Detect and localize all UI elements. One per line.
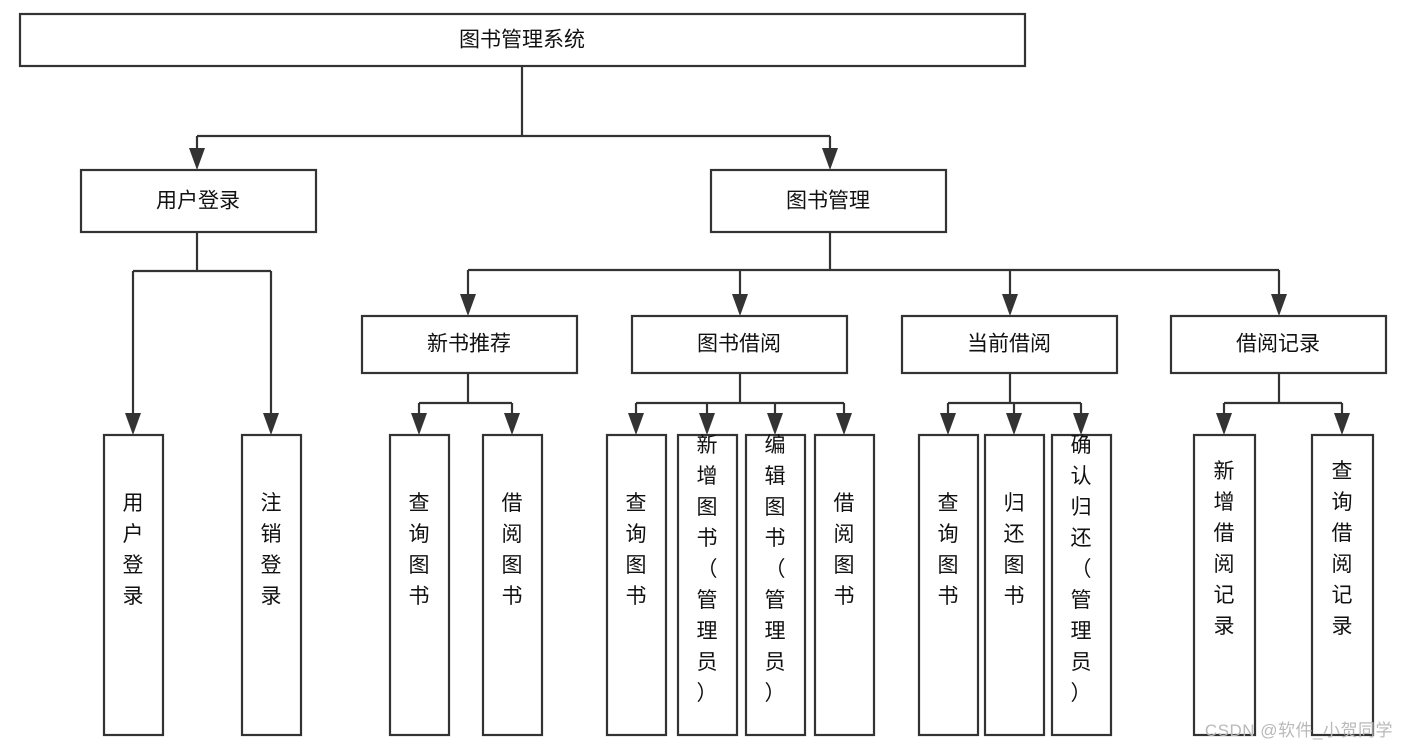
node-newbook-label: 新书推荐	[427, 333, 511, 356]
node-leaf-10-box[interactable]	[983, 433, 1046, 737]
arrow-to-records	[1271, 294, 1287, 316]
node-current-label: 当前借阅	[967, 333, 1051, 356]
arrow-to-leaf-12	[1216, 413, 1232, 435]
arrow-to-newbook	[460, 294, 476, 316]
connector-root-bus	[195, 66, 832, 156]
node-leaf-8[interactable]: 借阅图书	[813, 433, 876, 737]
node-leaf-5-label: 查询图书	[626, 492, 647, 608]
node-borrow-label: 图书借阅	[697, 333, 781, 356]
arrow-to-leaf-9	[940, 413, 956, 435]
node-leaf-9-box[interactable]	[917, 433, 980, 737]
node-current[interactable]: 当前借阅	[900, 314, 1119, 375]
node-leaf-2-label: 注销登录	[261, 492, 282, 608]
node-records-box[interactable]	[1169, 314, 1388, 375]
node-leaf-13-box[interactable]	[1310, 433, 1375, 737]
node-leaf-13[interactable]: 查询借阅记录	[1310, 433, 1375, 737]
node-leaf-12[interactable]: 新增借阅记录	[1192, 433, 1257, 737]
node-leaf-9-label: 查询图书	[938, 492, 959, 608]
arrow-to-leaf-2	[263, 413, 279, 435]
node-leaf-12-label: 新增借阅记录	[1214, 460, 1235, 638]
node-leaf-7-box[interactable]	[744, 433, 807, 737]
node-current-box[interactable]	[900, 314, 1119, 375]
node-bookmgmt[interactable]: 图书管理	[709, 168, 948, 234]
node-leaf-3[interactable]: 查询图书	[388, 433, 451, 737]
arrow-to-leaf-1	[125, 413, 141, 435]
arrow-to-leaf-6	[699, 413, 715, 435]
connector-borrow-bus	[634, 373, 846, 421]
node-leaf-11-box[interactable]	[1050, 433, 1113, 737]
node-bookmgmt-box[interactable]	[709, 168, 948, 234]
node-leaf-5-box[interactable]	[605, 433, 668, 737]
node-records-label: 借阅记录	[1236, 333, 1320, 356]
arrow-to-leaf-11	[1073, 413, 1089, 435]
node-leaf-8-label: 借阅图书	[834, 492, 855, 608]
connector-records-bus	[1222, 373, 1344, 421]
connector-login-bus	[131, 232, 273, 421]
arrow-to-current	[1002, 294, 1018, 316]
node-leaf-13-label: 查询借阅记录	[1332, 460, 1353, 638]
connectors-group	[125, 66, 1350, 435]
node-leaf-5[interactable]: 查询图书	[605, 433, 668, 737]
node-leaf-2[interactable]: 注销登录	[240, 433, 303, 737]
node-leaf-7[interactable]: 编辑图书（管理员）	[744, 433, 807, 737]
node-leaf-6[interactable]: 新增图书（管理员）	[676, 433, 739, 737]
node-root-box[interactable]	[18, 12, 1027, 68]
node-leaf-7-label: 编辑图书（管理员）	[765, 434, 786, 705]
node-leaf-10[interactable]: 归还图书	[983, 433, 1046, 737]
arrow-to-login	[189, 148, 205, 170]
node-leaf-4-box[interactable]	[481, 433, 544, 737]
node-leaf-11[interactable]: 确认归还（管理员）	[1050, 433, 1113, 737]
node-leaf-1-box[interactable]	[102, 433, 165, 737]
arrow-to-leaf-4	[504, 413, 520, 435]
node-leaf-1-label: 用户登录	[123, 492, 144, 608]
node-login-box[interactable]	[79, 168, 318, 234]
arrow-to-leaf-10	[1006, 413, 1022, 435]
node-records[interactable]: 借阅记录	[1169, 314, 1388, 375]
node-leaf-6-box[interactable]	[676, 433, 739, 737]
node-leaf-1[interactable]: 用户登录	[102, 433, 165, 737]
node-login[interactable]: 用户登录	[79, 168, 318, 234]
node-leaf-4-label: 借阅图书	[502, 492, 523, 608]
node-leaf-8-box[interactable]	[813, 433, 876, 737]
node-leaf-3-label: 查询图书	[409, 492, 430, 608]
node-newbook[interactable]: 新书推荐	[360, 314, 579, 375]
node-borrow-box[interactable]	[630, 314, 849, 375]
node-leaf-9[interactable]: 查询图书	[917, 433, 980, 737]
node-root-label: 图书管理系统	[459, 29, 585, 52]
node-leaf-4[interactable]: 借阅图书	[481, 433, 544, 737]
arrow-to-leaf-13	[1334, 413, 1350, 435]
node-bookmgmt-label: 图书管理	[786, 190, 870, 213]
node-leaf-10-label: 归还图书	[1004, 492, 1025, 608]
node-leaf-3-box[interactable]	[388, 433, 451, 737]
node-newbook-box[interactable]	[360, 314, 579, 375]
csdn-watermark: CSDN @软件_小贺同学	[1204, 721, 1393, 740]
connector-bookmgmt-bus	[466, 232, 1281, 302]
arrow-to-leaf-5	[628, 413, 644, 435]
node-leaf-12-box[interactable]	[1192, 433, 1257, 737]
connector-current-bus	[946, 373, 1083, 421]
arrow-to-bookmgmt	[822, 148, 838, 170]
node-leaf-11-label: 确认归还（管理员）	[1071, 434, 1092, 705]
node-root[interactable]: 图书管理系统	[18, 12, 1027, 68]
node-leaf-6-label: 新增图书（管理员）	[697, 434, 718, 705]
connector-newbook-bus	[417, 373, 514, 421]
node-login-label: 用户登录	[156, 190, 240, 213]
arrow-to-leaf-7	[767, 413, 783, 435]
node-borrow[interactable]: 图书借阅	[630, 314, 849, 375]
arrow-to-leaf-8	[836, 413, 852, 435]
node-leaf-2-box[interactable]	[240, 433, 303, 737]
arrow-to-leaf-3	[411, 413, 427, 435]
arrow-to-borrow	[732, 294, 748, 316]
